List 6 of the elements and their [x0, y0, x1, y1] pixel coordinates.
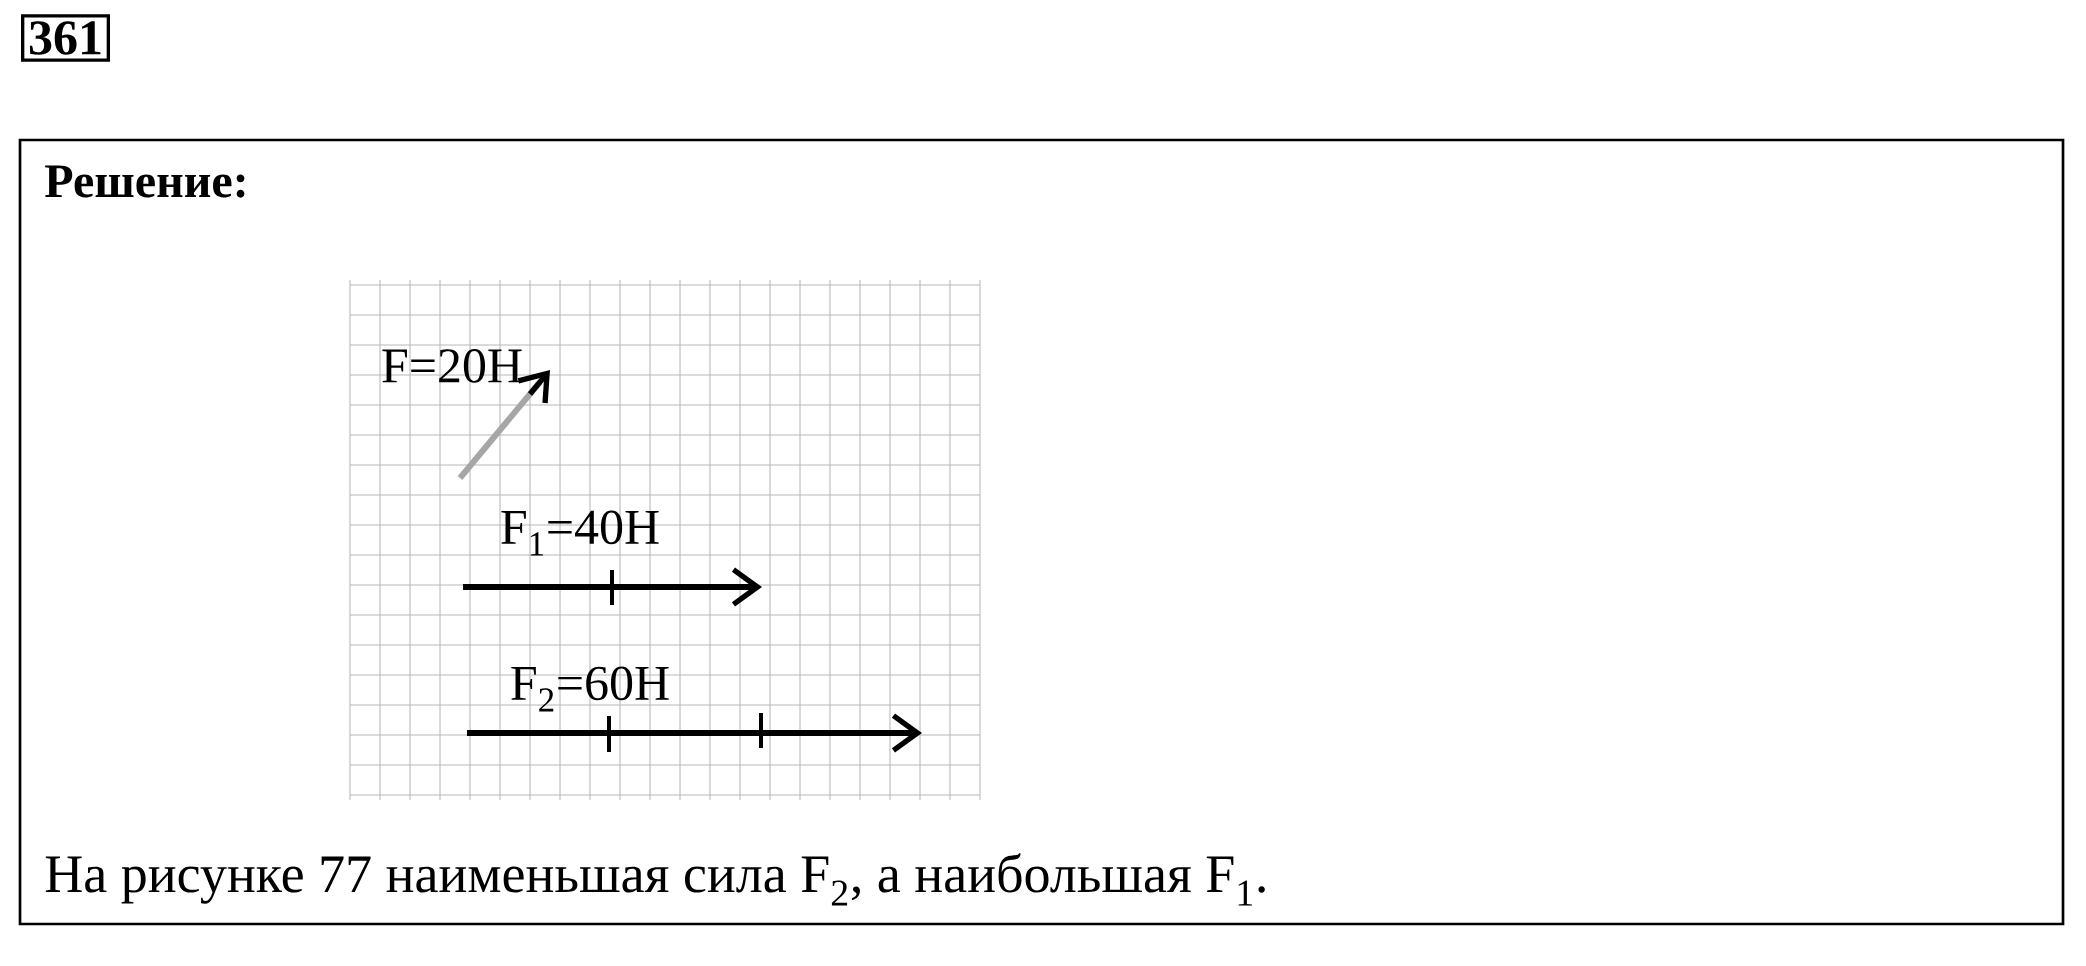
force-label: F$_{1}$=40Н: [501, 510, 659, 556]
heading: Решение:: [45, 165, 245, 198]
force-label: F$_{2}$=60Н: [511, 666, 669, 712]
caption: На рисунке 77 наименьшая сила F$_{2}$, а наибольшая F$_{1}$.: [45, 853, 1265, 906]
force-label: F=20Н: [382, 349, 522, 383]
problem-number: 361: [21, 14, 110, 62]
